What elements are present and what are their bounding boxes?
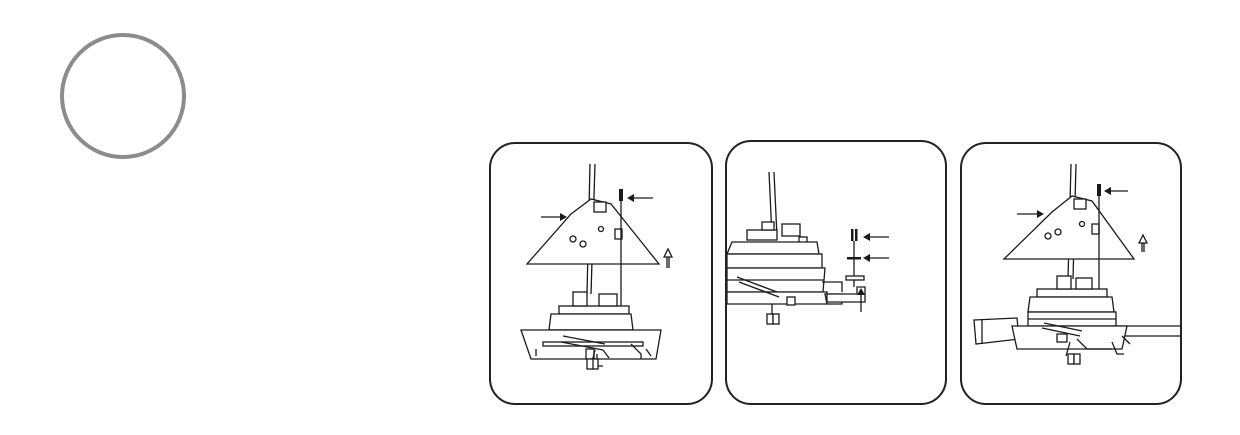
screw-1 bbox=[851, 229, 854, 241]
step-number-circle bbox=[60, 33, 186, 159]
screw bbox=[619, 189, 623, 201]
screw bbox=[1097, 184, 1101, 196]
bracket-screw-drawing bbox=[727, 142, 947, 405]
screw-2 bbox=[855, 229, 858, 241]
canopy-shape bbox=[527, 199, 659, 264]
washer bbox=[847, 257, 861, 260]
illustration-panel-3 bbox=[960, 142, 1182, 405]
illustration-panel-1 bbox=[489, 142, 713, 405]
canopy-motor-drawing-1 bbox=[491, 144, 713, 405]
canopy-shape bbox=[1004, 196, 1134, 259]
canopy-motor-drawing-3 bbox=[962, 144, 1182, 405]
illustration-panel-2 bbox=[725, 140, 947, 405]
